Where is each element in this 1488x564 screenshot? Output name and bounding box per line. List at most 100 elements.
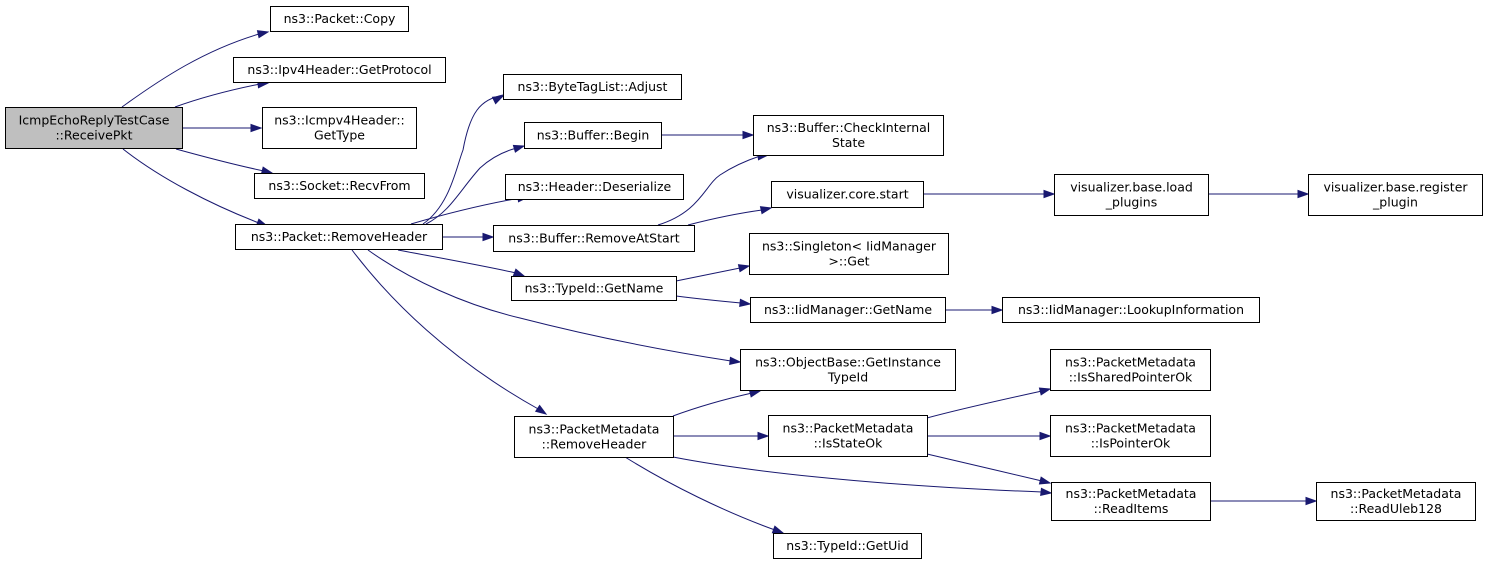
edge-root-to-socket_recvfrom	[175, 148, 274, 175]
edge-typeid_getname-to-singleton_get	[675, 264, 751, 282]
node-pm-removeheader[interactable]: ns3::PacketMetadata::RemoveHeader	[514, 416, 674, 458]
node-ipv4-getprotocol[interactable]: ns3::Ipv4Header::GetProtocol	[233, 57, 446, 83]
edge-arrowhead	[512, 144, 526, 153]
edge-buffer_removeatstart-to-vis_core_start	[687, 206, 773, 226]
node-pm-readuleb128[interactable]: ns3::PacketMetadata::ReadUleb128	[1316, 482, 1476, 521]
node-header-deserialize[interactable]: ns3::Header::Deserialize	[505, 174, 684, 200]
node-pm-isstateok[interactable]: ns3::PacketMetadata::IsStateOk	[768, 415, 928, 457]
edge-line	[926, 453, 1043, 482]
node-typeid-getuid[interactable]: ns3::TypeId::GetUid	[773, 533, 922, 559]
edge-arrowhead	[991, 305, 1004, 315]
edge-line	[425, 147, 518, 225]
edge-packet_removeheader-to-buffer_removeatstart	[442, 232, 495, 242]
node-pm-readitems[interactable]: ns3::PacketMetadata::ReadItems	[1051, 482, 1211, 521]
edge-arrowhead	[1305, 496, 1318, 506]
node-typeid-getname[interactable]: ns3::TypeId::GetName	[511, 276, 677, 301]
node-label: ::IsPointerOk	[1091, 436, 1171, 451]
node-label: ns3::PacketMetadata	[1065, 355, 1196, 370]
edge-packet_removeheader-to-objectbase_getinstance	[367, 249, 742, 366]
edge-arrowhead	[729, 356, 742, 366]
edge-root-to-icmpv4_gettype	[183, 123, 263, 133]
node-label: _plugin	[1372, 195, 1418, 210]
edge-line	[410, 197, 521, 225]
edge-pm_isstateok-to-pm_readitems	[926, 453, 1052, 485]
node-box	[511, 276, 677, 301]
edge-arrowhead	[742, 130, 755, 140]
node-iidmanager-getname[interactable]: ns3::IidManager::GetName	[750, 297, 946, 323]
edge-packet_removeheader-to-typeid_getname	[397, 249, 526, 277]
node-box	[740, 349, 956, 391]
edge-line	[687, 209, 763, 226]
edge-arrowhead	[256, 30, 270, 39]
node-label: ns3::IidManager::LookupInformation	[1018, 302, 1244, 317]
edge-line	[675, 267, 741, 282]
edge-arrowhead	[482, 232, 495, 242]
edge-pm_isstateok-to-pm_issharedpointerok	[926, 387, 1052, 419]
node-box	[5, 107, 183, 149]
edge-root-to-ipv4_getprotocol	[174, 80, 270, 108]
node-vis-base-load[interactable]: visualizer.base.load_plugins	[1054, 174, 1209, 216]
node-vis-core-start[interactable]: visualizer.core.start	[771, 181, 924, 208]
node-box	[750, 297, 946, 323]
node-label: ::ReadUleb128	[1350, 501, 1442, 516]
node-box	[749, 233, 949, 275]
edge-arrowhead	[1043, 189, 1056, 199]
node-buffer-begin[interactable]: ns3::Buffer::Begin	[524, 122, 662, 149]
node-label: ns3::IidManager::GetName	[764, 302, 932, 317]
node-label: ns3::PacketMetadata	[1331, 486, 1462, 501]
node-box	[753, 115, 944, 156]
node-label: ns3::Buffer::Begin	[537, 128, 650, 143]
node-label: ns3::Socket::RecvFrom	[268, 178, 410, 193]
node-label: ns3::Buffer::RemoveAtStart	[508, 231, 680, 246]
node-label: ns3::PacketMetadata	[1065, 421, 1196, 436]
node-packet-removeheader[interactable]: ns3::Packet::RemoveHeader	[235, 224, 443, 250]
node-box	[771, 181, 924, 208]
edge-line	[367, 249, 732, 362]
node-singleton-get[interactable]: ns3::Singleton< IidManager>::Get	[749, 233, 949, 275]
node-icmpv4-gettype[interactable]: ns3::Icmpv4Header::GetType	[262, 107, 417, 149]
node-box	[235, 224, 443, 250]
edge-line	[422, 94, 504, 225]
node-root[interactable]: IcmpEchoReplyTestCase::ReceivePkt	[5, 107, 183, 149]
node-pm-ispointerok[interactable]: ns3::PacketMetadata::IsPointerOk	[1050, 415, 1211, 457]
node-iidmanager-lookup[interactable]: ns3::IidManager::LookupInformation	[1002, 297, 1260, 323]
node-label: ::RemoveHeader	[542, 437, 648, 452]
edge-root-to-packet_removeheader	[122, 148, 269, 227]
edge-line	[175, 148, 265, 172]
node-box	[1054, 174, 1209, 216]
node-label: ns3::PacketMetadata	[529, 422, 660, 437]
node-box	[768, 415, 928, 457]
edge-line	[657, 155, 761, 226]
edge-typeid_getname-to-iidmanager_getname	[675, 295, 752, 308]
node-bytetaglist-adjust[interactable]: ns3::ByteTagList::Adjust	[503, 74, 682, 100]
node-box	[270, 6, 409, 32]
edge-arrowhead	[771, 525, 785, 534]
node-label: ns3::ObjectBase::GetInstance	[755, 355, 941, 370]
node-vis-base-register[interactable]: visualizer.base.register_plugin	[1308, 174, 1483, 216]
edge-arrowhead	[1297, 189, 1310, 199]
edge-line	[672, 392, 753, 417]
node-packet-copy[interactable]: ns3::Packet::Copy	[270, 6, 409, 32]
node-socket-recvfrom[interactable]: ns3::Socket::RecvFrom	[254, 173, 425, 199]
node-label: ::IsStateOk	[814, 436, 884, 451]
edge-arrowhead	[534, 404, 548, 415]
node-pm-issharedpointerok[interactable]: ns3::PacketMetadata::IsSharedPointerOk	[1050, 349, 1211, 391]
node-label: >::Get	[828, 254, 869, 269]
edge-line	[351, 249, 541, 411]
node-box	[1308, 174, 1483, 216]
node-label: ns3::Header::Deserialize	[518, 179, 672, 194]
edge-line	[926, 390, 1043, 419]
edge-line	[672, 456, 1043, 493]
node-box	[524, 122, 662, 149]
edge-root-to-packet_copy	[121, 30, 270, 108]
edge-packet_removeheader-to-buffer_begin	[425, 144, 526, 225]
node-buffer-removeatstart[interactable]: ns3::Buffer::RemoveAtStart	[493, 225, 695, 252]
node-label: visualizer.base.load	[1070, 180, 1193, 195]
node-label: ns3::Buffer::CheckInternal	[767, 120, 931, 135]
edge-arrowhead	[491, 95, 505, 105]
edge-line	[121, 33, 260, 108]
edge-arrowhead	[759, 206, 773, 215]
node-box	[505, 174, 684, 200]
